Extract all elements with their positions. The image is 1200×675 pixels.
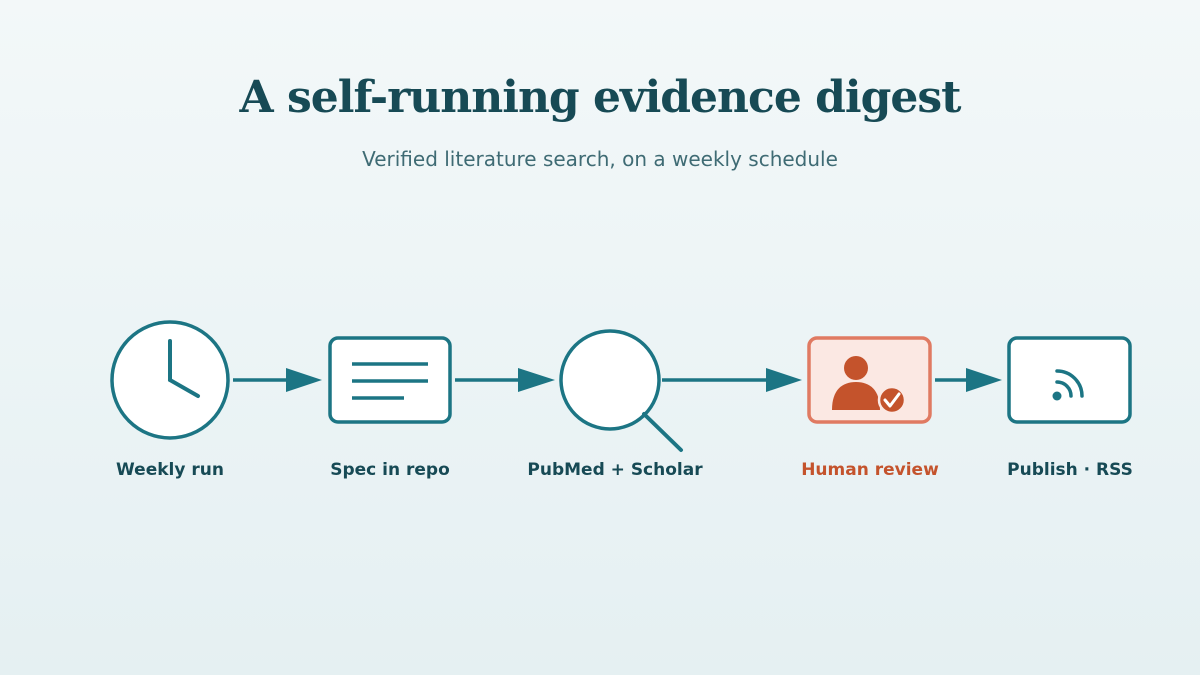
page-subtitle: Verified literature search, on a weekly … bbox=[362, 147, 838, 171]
arrow-1 bbox=[233, 368, 322, 392]
arrow-4 bbox=[935, 368, 1002, 392]
step-label-publish-rss: Publish · RSS bbox=[1007, 460, 1133, 480]
rss-icon bbox=[1007, 336, 1132, 424]
person-check-icon bbox=[807, 336, 932, 424]
step-label-pubmed-scholar: PubMed + Scholar bbox=[527, 460, 703, 480]
arrow-3 bbox=[662, 368, 802, 392]
page-title: A self-running evidence digest bbox=[239, 72, 962, 123]
magnifier-icon bbox=[559, 329, 683, 452]
step-label-human-review: Human review bbox=[801, 460, 939, 480]
step-label-weekly-run: Weekly run bbox=[116, 460, 224, 480]
arrow-2 bbox=[455, 368, 555, 392]
step-label-spec-in-repo: Spec in repo bbox=[330, 460, 450, 480]
clock-icon bbox=[110, 320, 230, 440]
document-lines-icon bbox=[328, 336, 452, 424]
